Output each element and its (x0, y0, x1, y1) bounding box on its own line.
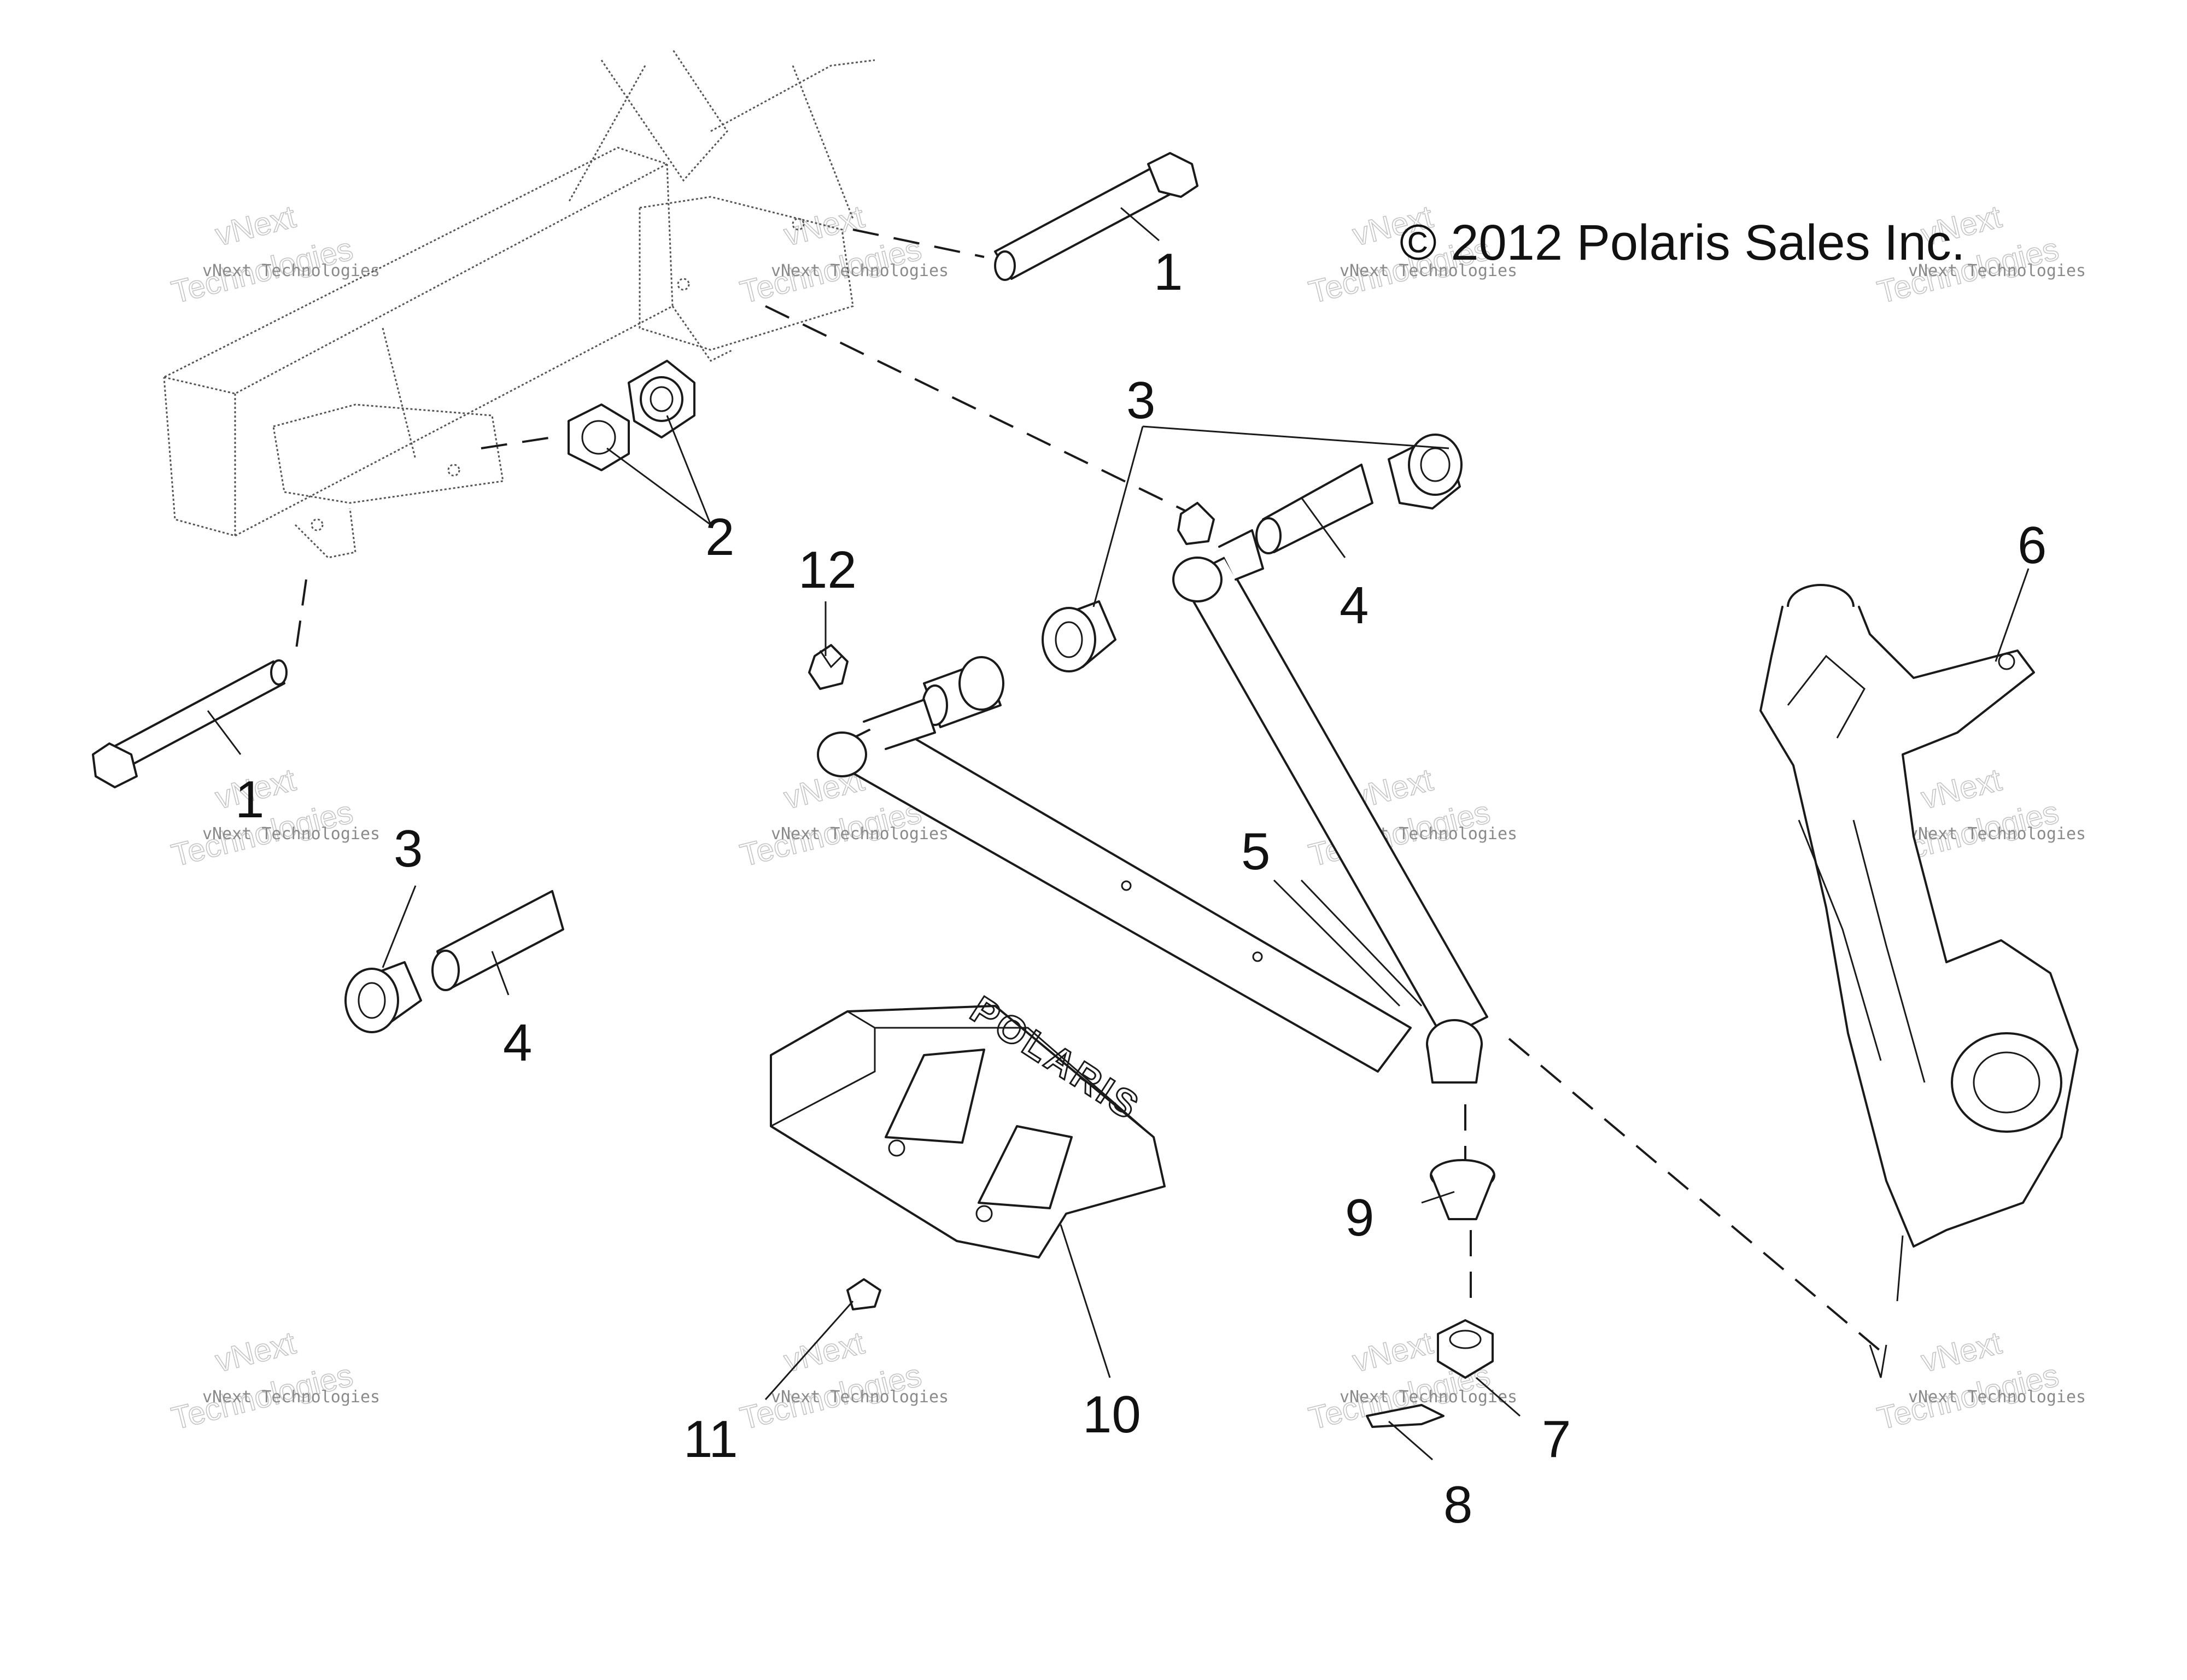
bushing-lower-left (344, 961, 422, 1033)
callout-1-upper: 1 (1154, 243, 1183, 301)
watermark-small: vNext Technologies (202, 261, 380, 280)
watermark-small: vNext Technologies (1908, 1388, 2086, 1407)
callout-12: 12 (798, 541, 857, 599)
callout-4-lower: 4 (503, 1014, 532, 1072)
sleeve-lower-left (431, 890, 564, 991)
callout-3-upper: 3 (1126, 371, 1155, 430)
callout-5: 5 (1241, 822, 1270, 881)
watermark-large-line1: vNext (1349, 1325, 1436, 1379)
callout-labels: 1 1 2 3 3 4 4 5 6 7 8 9 10 11 12 (235, 243, 2046, 1534)
frame-assembly (161, 49, 875, 559)
watermark-small: vNext Technologies (771, 261, 949, 280)
lock-nut-pair (568, 360, 695, 471)
cotter-pin (1366, 1404, 1445, 1428)
skid-plate-screw (846, 1278, 881, 1310)
grease-fitting-top (1177, 502, 1215, 545)
callout-2: 2 (705, 508, 734, 566)
bushing-upper-right (1388, 434, 1463, 510)
a-arm (817, 529, 1488, 1084)
skid-plate: POLARIS (770, 987, 1166, 1258)
assembly-guide-lines (294, 229, 1887, 1378)
watermark-small: vNext Technologies (202, 824, 380, 844)
watermark-small: vNext Technologies (771, 824, 949, 844)
callout-1-lower: 1 (235, 770, 264, 829)
watermark-large-line1: vNext (1917, 1325, 2005, 1379)
callout-11: 11 (683, 1410, 738, 1468)
callout-8: 8 (1443, 1476, 1472, 1534)
watermark-large-line1: vNext (212, 199, 299, 253)
castle-nut (1437, 1319, 1494, 1379)
bolt-upper (994, 152, 1198, 281)
grease-fitting-12 (808, 644, 849, 690)
bolt-lower (92, 659, 288, 788)
dust-boot (1430, 1159, 1495, 1220)
callout-3-lower: 3 (394, 819, 423, 878)
callout-10: 10 (1083, 1385, 1141, 1444)
leader-lines (207, 207, 2030, 1461)
watermark-small: vNext Technologies (1908, 824, 2086, 844)
watermark-large-line1: vNext (212, 1325, 299, 1379)
callout-4-upper: 4 (1340, 576, 1369, 635)
steering-knuckle (1759, 584, 2079, 1302)
sleeve-upper-right (1255, 464, 1373, 554)
callout-7: 7 (1542, 1410, 1571, 1468)
copyright-notice: © 2012 Polaris Sales Inc. (1400, 215, 1965, 271)
watermark-small: vNext Technologies (202, 1388, 380, 1407)
watermark-small: vNext Technologies (771, 1388, 949, 1407)
watermark-small: vNext Technologies (1908, 261, 2086, 280)
watermark-large-line1: vNext (1917, 762, 2005, 816)
callout-9: 9 (1345, 1189, 1374, 1247)
watermark-small: vNext Technologies (1340, 1388, 1517, 1407)
bushing-mid (1042, 600, 1116, 672)
callout-6: 6 (2018, 516, 2046, 575)
watermark-small: vNext Technologies (1340, 261, 1517, 280)
bushing-arm-front (922, 656, 1004, 728)
